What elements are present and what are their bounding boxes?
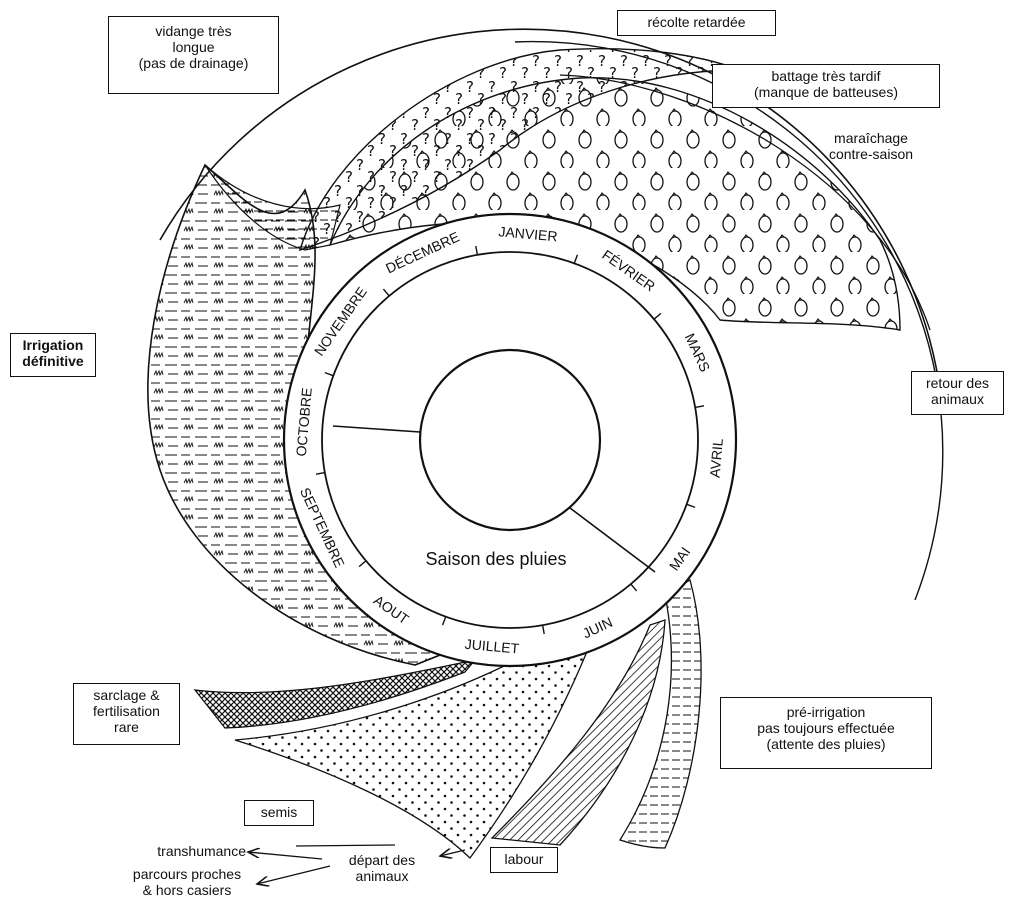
month-label: OCTOBRE [293,387,315,457]
irrigation-label: Irrigation définitive [10,333,96,377]
month-tick [475,245,479,256]
recolte-label: récolte retardée [617,10,776,36]
depart-arrows [248,844,466,884]
sarclage-label: sarclage & fertilisation rare [73,683,180,745]
month-tick [630,583,638,592]
retour-label: retour des animaux [911,371,1004,415]
sarclage-band [193,658,477,729]
rain-season-label: Saison des pluies [425,549,567,569]
labour-label: labour [490,847,558,873]
semis-band [234,619,596,859]
month-tick [324,371,334,377]
month-tick [358,560,367,568]
month-tick [573,254,579,264]
pre-irrigation-band [619,579,702,849]
month-tick [382,288,390,297]
maraichage-label: maraîchage contre-saison [828,130,914,162]
semis-label: semis [244,800,314,826]
depart-label: départ des animaux [348,852,416,884]
vidange-label: vidange très longue (pas de drainage) [108,16,279,94]
transhumance-label: transhumance [157,843,246,859]
month-tick [686,503,696,509]
month-label: JANVIER [498,223,558,244]
rain-season [332,348,656,573]
labour-band [490,619,666,846]
month-label: JUILLET [464,636,520,657]
month-tick [694,405,705,409]
month-tick [441,616,447,626]
month-label: AVRIL [707,437,726,478]
month-tick [541,624,545,635]
parcours-label: parcours proches & hors casiers [132,866,242,898]
month-tick [315,471,326,475]
month-tick [653,312,662,320]
battage-label: battage très tardif (manque de batteuses… [712,64,940,108]
pre-irrigation-label: pré-irrigation pas toujours effectuée (a… [720,697,932,769]
